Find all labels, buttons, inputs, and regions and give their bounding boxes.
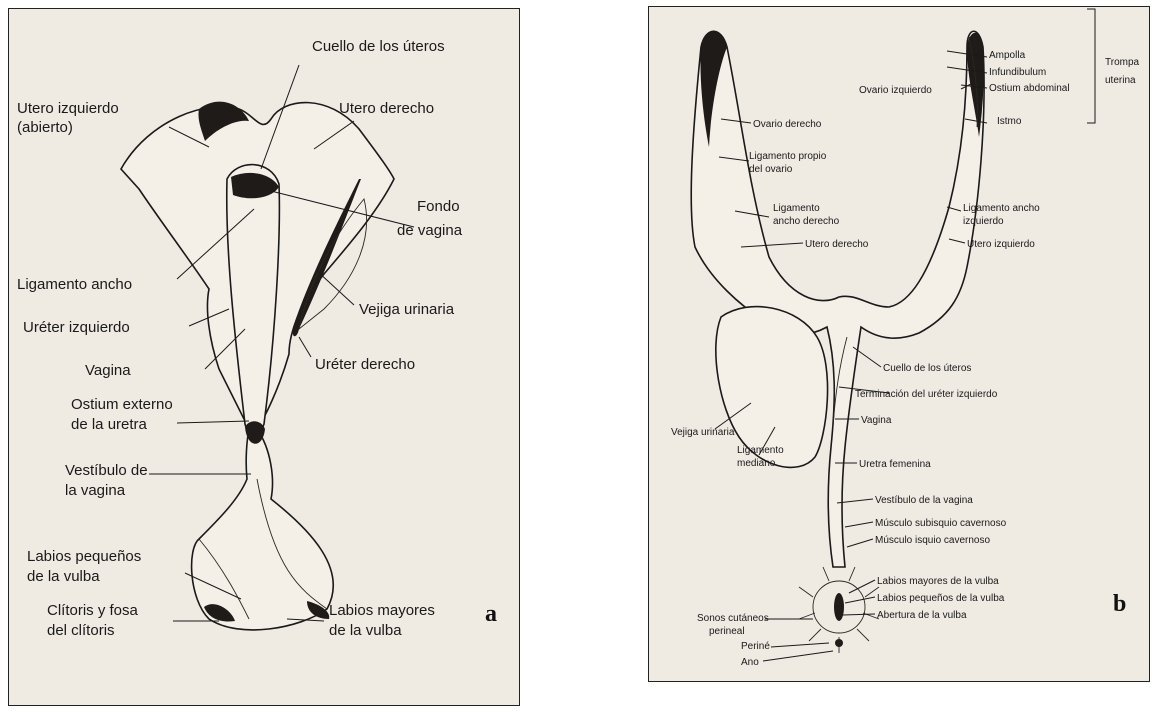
label-perine: Periné [741,641,770,652]
diagram-panel-a: Cuello de los úteros Utero izquierdo (ab… [8,8,520,706]
label-vestibulo: Vestíbulo de [65,462,148,479]
label-musculo-subisquio: Músculo subisquio cavernoso [875,518,1007,529]
panel-b-drawing: Ampolla Infundibulum Ostium abdominal Is… [649,7,1151,683]
label-musculo-isquio: Músculo isquio cavernoso [875,535,990,546]
label-de-la-vulba: de la vulba [27,568,100,585]
label-ureter-derecho: Uréter derecho [315,356,415,373]
panel-a-drawing: Cuello de los úteros Utero izquierdo (ab… [9,9,521,707]
label-izquierdo: izquierdo [963,216,1004,227]
label-utero-izquierdo-abierto: (abierto) [17,119,73,136]
label-ligamento-ancho: Ligamento ancho [17,276,132,293]
label-ostium-externo: Ostium externo [71,396,173,413]
label-ancho-derecho: ancho derecho [773,216,840,227]
label-ostium-abdominal: Ostium abdominal [989,83,1070,94]
label-ligamento-ancho-izq: Ligamento ancho [963,203,1040,214]
label-infundibulum: Infundibulum [989,67,1046,78]
label-uterina: uterina [1105,75,1136,86]
bladder [716,307,828,468]
label-labios-pequenos: Labios pequeños de la vulba [877,593,1005,604]
label-istmo: Istmo [997,116,1022,127]
label-senos-cutaneos: Sonos cutáneos [697,613,769,624]
label-ampolla: Ampolla [989,50,1026,61]
label-labios-mayores: Labios mayores de la vulba [877,576,999,587]
label-ovario-derecho: Ovario derecho [753,119,822,130]
label-terminacion-ureter: Terminación del uréter izquierdo [855,389,998,400]
label-clitoris: Clítoris y fosa [47,602,139,619]
label-ovario-izquierdo: Ovario izquierdo [859,85,932,96]
label-cuello: Cuello de los úteros [312,38,445,55]
label-cuello: Cuello de los úteros [883,363,971,374]
uterus-outline [691,31,984,567]
panel-letter-b: b [1113,591,1126,617]
label-del-ovario: del ovario [749,164,793,175]
label-vagina: Vagina [85,362,131,379]
panel-letter-a: a [485,601,497,627]
label-del-clitoris: del clítoris [47,622,115,639]
label-de-la-vulba-mayores: de la vulba [329,622,402,639]
label-labios-pequenos: Labios pequeños [27,548,141,565]
label-fondo: Fondo [417,198,460,215]
label-ligamento: Ligamento [737,445,784,456]
label-utero-izquierdo: Utero izquierdo [17,100,119,117]
label-la-vagina: la vagina [65,482,126,499]
label-abertura: Abertura de la vulba [877,610,967,621]
label-ureter-izquierdo: Uréter izquierdo [23,319,130,336]
label-ligamento-der: Ligamento [773,203,820,214]
label-de-vagina: de vagina [397,222,463,239]
perineum-hair [799,567,879,653]
label-uretra-femenina: Uretra femenina [859,459,931,470]
label-perineal: perineal [709,626,745,637]
label-ligamento-propio: Ligamento propio [749,151,827,162]
diagram-panel-b: Ampolla Infundibulum Ostium abdominal Is… [648,6,1150,682]
label-mediano: mediano [737,458,776,469]
label-vejiga-urinaria: Vejiga urinaria [671,427,735,438]
label-vestibulo: Vestíbulo de la vagina [875,495,973,506]
label-utero-derecho: Utero derecho [805,239,869,250]
label-de-la-uretra: de la uretra [71,416,148,433]
label-vejiga-urinaria: Vejiga urinaria [359,301,455,318]
label-labios-mayores: Labios mayores [329,602,435,619]
label-trompa: Trompa [1105,57,1140,68]
label-utero-izquierdo: Utero izquierdo [967,239,1035,250]
label-utero-derecho: Utero derecho [339,100,434,117]
label-ano: Ano [741,657,759,668]
label-vagina: Vagina [861,415,892,426]
